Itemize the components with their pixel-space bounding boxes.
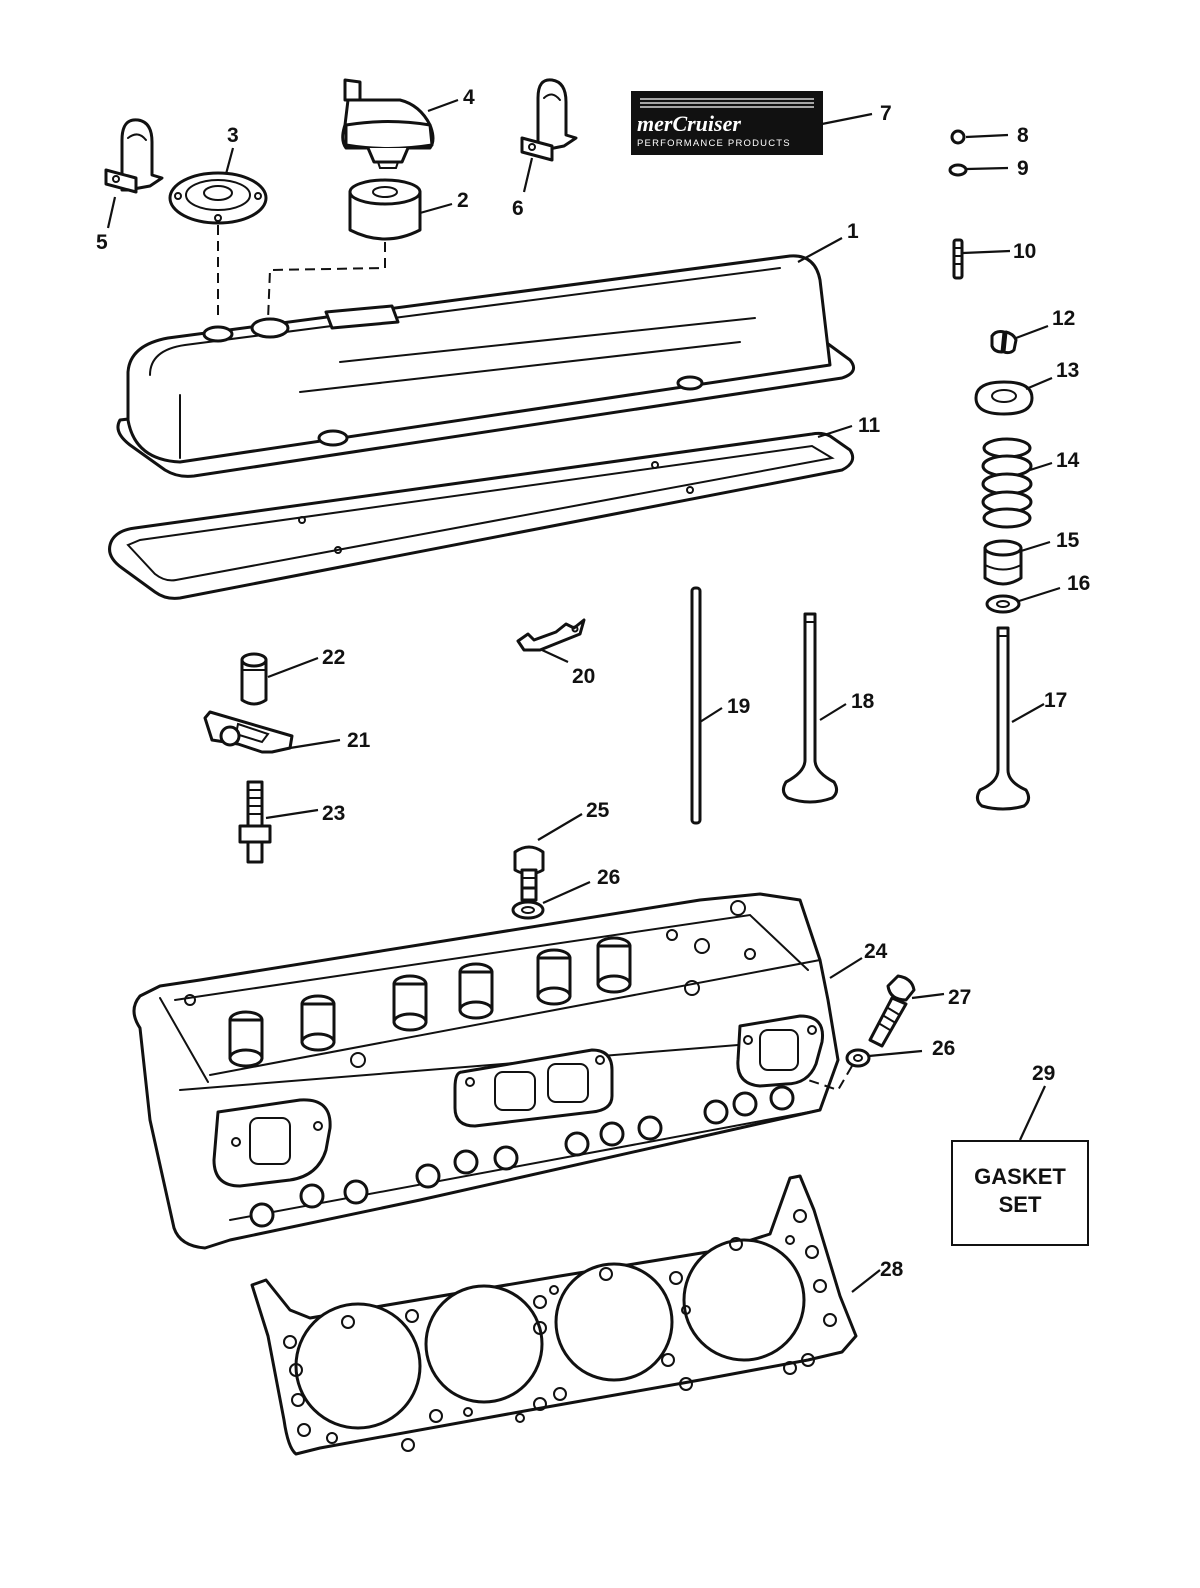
part-9-washer[interactable] — [948, 163, 968, 177]
gasket-set-line-2: SET — [999, 1192, 1042, 1217]
callout-15: 15 — [1056, 529, 1080, 552]
callout-13: 13 — [1056, 359, 1079, 382]
callout-24: 24 — [864, 940, 888, 963]
part-22-rocker-nut[interactable] — [240, 652, 268, 706]
callout-29: 29 — [1032, 1062, 1055, 1085]
callout-11: 11 — [858, 414, 881, 437]
part-25-head-bolt[interactable] — [513, 845, 545, 902]
part-20-push-rod-guide[interactable] — [516, 618, 586, 652]
part-10-stud[interactable] — [952, 238, 964, 280]
callout-7: 7 — [880, 102, 892, 125]
callout-16: 16 — [1067, 572, 1090, 595]
gasket-set-box[interactable]: GASKET SET — [951, 1140, 1089, 1246]
part-13-spring-cap[interactable] — [974, 380, 1034, 416]
callout-21: 21 — [347, 729, 371, 752]
callout-28: 28 — [880, 1258, 904, 1281]
callout-12: 12 — [1052, 307, 1075, 330]
part-23-rocker-stud[interactable] — [238, 780, 272, 864]
part-1-rocker-cover[interactable] — [116, 254, 856, 478]
callout-3: 3 — [227, 124, 239, 147]
part-4-breather[interactable] — [341, 78, 435, 169]
callout-6: 6 — [512, 197, 524, 220]
callout-23: 23 — [322, 802, 345, 825]
part-16-shim[interactable] — [985, 594, 1021, 614]
part-3-filler-cap[interactable] — [168, 171, 268, 225]
callout-2: 2 — [457, 189, 469, 212]
part-26-washer-side[interactable] — [845, 1048, 871, 1068]
callout-17: 17 — [1044, 689, 1067, 712]
part-27-short-bolt[interactable] — [868, 974, 916, 1048]
part-12-valve-keepers[interactable] — [990, 330, 1018, 355]
logo-tagline-text: PERFORMANCE PRODUCTS — [637, 138, 791, 149]
part-21-rocker-arm[interactable] — [203, 710, 294, 754]
callout-19: 19 — [727, 695, 750, 718]
part-17-exhaust-valve[interactable] — [975, 626, 1031, 811]
part-14-valve-spring[interactable] — [981, 437, 1033, 529]
part-19-push-rod[interactable] — [690, 586, 702, 825]
callout-18: 18 — [851, 690, 875, 713]
part-26-washer-top[interactable] — [511, 900, 545, 920]
part-24-cylinder-head[interactable] — [132, 892, 840, 1250]
part-18-intake-valve[interactable] — [781, 612, 839, 804]
callout-1: 1 — [847, 220, 859, 243]
callout-27: 27 — [948, 986, 971, 1009]
logo-brand-text: merCruiser — [637, 111, 741, 136]
callout-26-top: 26 — [597, 866, 620, 889]
part-6-hose-clip[interactable] — [520, 78, 578, 162]
callout-25: 25 — [586, 799, 610, 822]
part-8-nut[interactable] — [950, 129, 966, 145]
callout-8: 8 — [1017, 124, 1029, 147]
callout-14: 14 — [1056, 449, 1080, 472]
callout-22: 22 — [322, 646, 345, 669]
callout-5: 5 — [96, 231, 108, 254]
callout-20: 20 — [572, 665, 595, 688]
callout-4: 4 — [463, 86, 475, 109]
part-5-hose-clip[interactable] — [104, 118, 164, 194]
part-28-head-gasket[interactable] — [250, 1174, 858, 1456]
part-15-valve-seal[interactable] — [983, 539, 1023, 586]
part-7-mercruiser-decal[interactable]: merCruiser PERFORMANCE PRODUCTS — [631, 91, 823, 155]
gasket-set-line-1: GASKET — [974, 1164, 1066, 1189]
part-2-grommet[interactable] — [348, 178, 422, 241]
part-11-cover-gasket[interactable] — [108, 431, 855, 600]
callout-9: 9 — [1017, 157, 1029, 180]
callout-26-side: 26 — [932, 1037, 955, 1060]
callout-10: 10 — [1013, 240, 1036, 263]
